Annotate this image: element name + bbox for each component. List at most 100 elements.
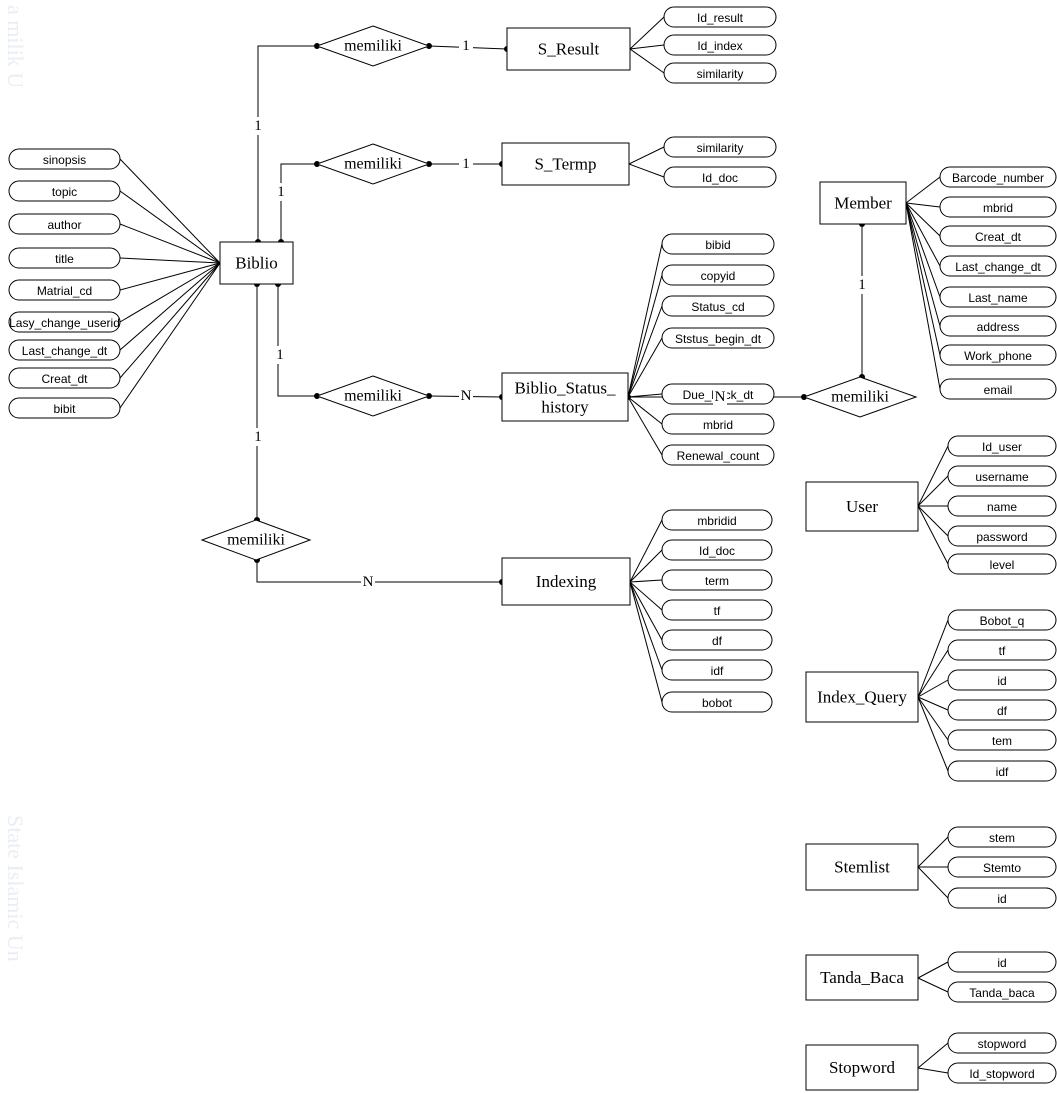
attribute-oval [663, 62, 777, 84]
attribute-oval [939, 378, 1057, 400]
cardinality-label: 1 [254, 118, 262, 134]
attribute-label: Creat_dt [41, 372, 88, 386]
attribute-oval [939, 166, 1057, 188]
relationship-diamond [802, 376, 918, 418]
connector-line [119, 257, 221, 264]
attribute-oval [8, 311, 121, 333]
diagram-nodes: sinopsistopicauthortitleMatrial_cdLasy_c… [8, 6, 1057, 1091]
connector-line [629, 44, 665, 50]
entity-box [501, 142, 630, 186]
attribute-label: Creat_dt [975, 230, 1022, 244]
connector-line [627, 396, 663, 425]
attribute-oval [947, 609, 1057, 631]
attribute-label: Id_doc [702, 171, 738, 185]
attribute-oval [8, 180, 121, 202]
attribute-label: tem [992, 734, 1012, 748]
attribute-label: bibit [53, 402, 76, 416]
connector-line [119, 190, 221, 264]
connector-line [917, 696, 949, 772]
attribute-label: Id_index [697, 39, 742, 53]
cardinality-bg [459, 155, 473, 173]
connector-line [917, 866, 949, 899]
cardinality-bg [713, 388, 727, 406]
attribute-label: Id_stopword [969, 1067, 1034, 1081]
attribute-label: idf [711, 664, 724, 678]
connector-line [629, 579, 663, 583]
connector-line [627, 396, 663, 456]
connector-line [905, 202, 941, 267]
cardinality-bg [251, 428, 265, 446]
connector-line [119, 262, 221, 323]
attribute-label: Lasy_change_userid [9, 316, 120, 330]
attribute-label: address [977, 320, 1020, 334]
connector-line [629, 581, 663, 641]
attribute-oval [947, 826, 1057, 848]
attribute-label: similarity [697, 141, 744, 155]
connector-line [917, 445, 949, 507]
connector-line [905, 202, 941, 327]
attribute-label: mbridid [697, 514, 736, 528]
attribute-label: id [997, 892, 1006, 906]
entity-label: S_Result [538, 40, 600, 59]
attribute-label: df [997, 704, 1008, 718]
attribute-label: bibid [705, 238, 730, 252]
attribute-oval [663, 34, 777, 56]
attribute-oval [661, 233, 775, 255]
attribute-label: mbrid [703, 418, 733, 432]
cardinality-label: N [363, 574, 374, 590]
attribute-label: Work_phone [964, 349, 1032, 363]
attribute-oval [947, 729, 1057, 751]
attribute-label: Id_user [982, 440, 1022, 454]
relationship-diamond [200, 519, 312, 561]
attribute-label: similarity [697, 67, 744, 81]
entity-label: S_Termp [534, 155, 596, 174]
connector-line [917, 696, 949, 711]
attribute-label: Status_cd [691, 300, 744, 314]
relationship-diamond [315, 25, 431, 67]
attribute-label: Id_result [697, 11, 744, 25]
connector-line [119, 262, 221, 351]
relationship-diamond [315, 143, 431, 185]
attribute-label: stopword [978, 1037, 1027, 1051]
entity-label: Biblio_Status_history [514, 379, 616, 417]
attribute-label: title [55, 252, 74, 266]
attribute-label: mbrid [983, 201, 1013, 215]
attribute-oval [947, 525, 1057, 547]
attribute-label: df [712, 634, 723, 648]
cardinality-label: N [461, 388, 472, 404]
entity-box [805, 481, 919, 532]
connector-line [917, 977, 949, 993]
connector-line [628, 163, 665, 178]
cardinality-label: 1 [858, 277, 866, 293]
entity-box [805, 954, 919, 1001]
cardinality-label: 1 [462, 156, 470, 172]
attribute-oval [8, 367, 121, 389]
entity-label: Member [834, 194, 892, 213]
attribute-label: Ststus_begin_dt [675, 332, 762, 346]
attribute-label: Last_name [968, 291, 1028, 305]
attribute-oval [8, 397, 121, 419]
connector-line [917, 619, 949, 698]
connector-line [905, 202, 941, 356]
attribute-oval [8, 247, 121, 269]
attribute-oval [947, 1032, 1057, 1054]
attribute-label: idf [996, 765, 1009, 779]
attribute-oval [947, 495, 1057, 517]
connector-line [917, 679, 949, 698]
connector-line [257, 45, 317, 242]
entity-box [501, 372, 629, 422]
cardinality-bg [251, 117, 265, 135]
connector-line [277, 284, 317, 397]
attribute-oval [947, 435, 1057, 457]
entity-label: Indexing [536, 572, 597, 591]
connector-line [629, 581, 663, 671]
connector-line [628, 146, 665, 165]
entity-label: Biblio [235, 254, 278, 273]
entity-box [506, 27, 631, 71]
attribute-label: Id_doc [699, 544, 735, 558]
entity-label: Index_Query [817, 688, 907, 707]
attribute-oval [661, 264, 775, 286]
attribute-label: tf [999, 644, 1006, 658]
attribute-oval [939, 344, 1057, 366]
